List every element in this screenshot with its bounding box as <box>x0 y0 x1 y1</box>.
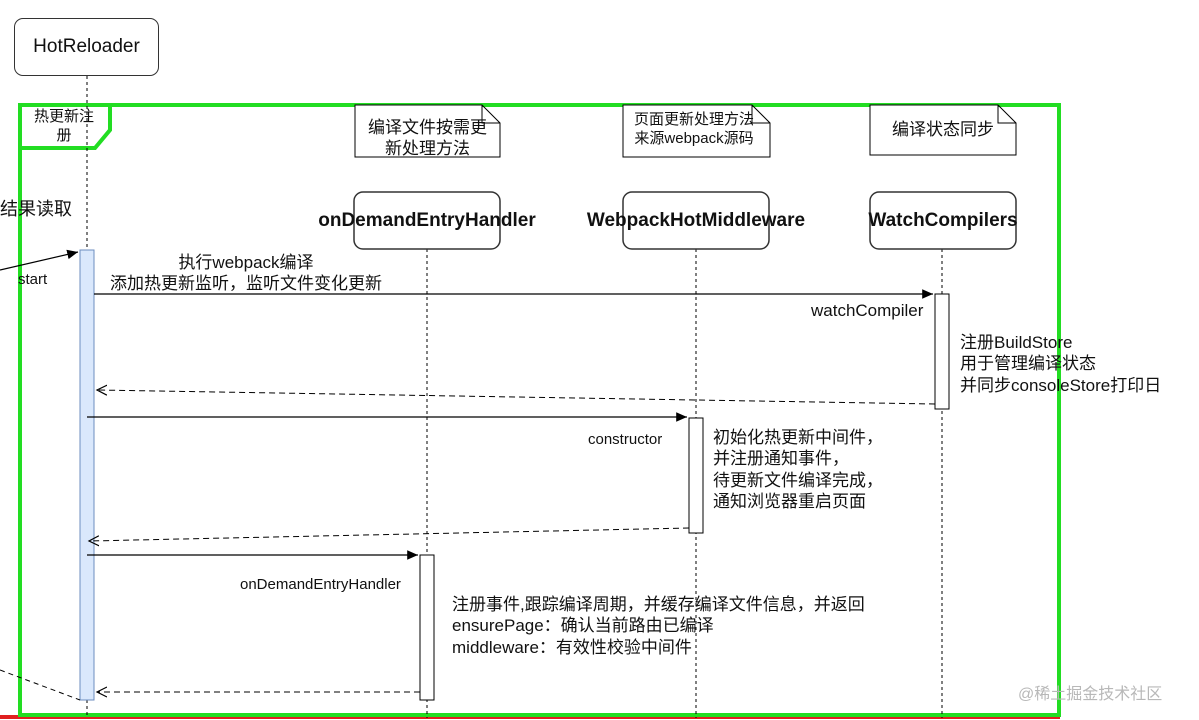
actor-outline-ondemand <box>353 191 501 250</box>
actor-outline-webpackhot <box>622 191 770 250</box>
activation-webpackhot <box>688 417 704 534</box>
activation-hotreloader <box>79 249 95 701</box>
actor-ondemand: onDemandEntryHandler <box>318 210 536 231</box>
return-diagonal <box>0 669 81 701</box>
message-1-method: watchCompiler <box>811 301 924 320</box>
left-text-result-read: 结果读取 <box>0 199 72 219</box>
frame-label-tab <box>20 103 112 150</box>
return-arrow-webpackhot <box>89 527 690 541</box>
watermark: @稀土掘金技术社区 <box>1018 686 1163 703</box>
activation-ondemand <box>419 554 435 701</box>
note-ondemand: 编译文件按需更 新处理方法 <box>368 118 487 159</box>
note-shape-watch <box>869 104 1017 156</box>
message-1-label: 执行webpack编译 添加热更新监听，监听文件变化更新 <box>110 253 382 293</box>
actor-outline-watch <box>869 191 1017 250</box>
actor-hotreloader: HotReloader <box>14 18 159 76</box>
message-3-method: onDemandEntryHandler <box>240 576 401 593</box>
note-webpackhot: 页面更新处理方法 来源webpack源码 <box>633 111 754 147</box>
start-label: start <box>18 271 48 288</box>
start-arrow <box>0 249 79 271</box>
note-shape-webpackhot <box>622 104 771 158</box>
actor-webpackhot: WebpackHotMiddleware <box>586 210 806 231</box>
loop-frame <box>18 103 1061 717</box>
message-3-note: 注册事件,跟踪编译周期，并缓存编译文件信息，并返回 ensurePage：确认当… <box>452 595 865 657</box>
activation-watch <box>934 293 950 410</box>
message-1-note: 注册BuildStore 用于管理编译状态 并同步consoleStore打印日 <box>960 333 1162 395</box>
message-2-note: 初始化热更新中间件， 并注册通知事件， 待更新文件编译完成， 通知浏览器重启页面 <box>713 428 883 512</box>
return-arrow-watch <box>97 390 936 405</box>
note-watch: 编译状态同步 <box>892 120 994 139</box>
note-shape-ondemand <box>354 104 501 158</box>
frame-label: 热更新注 册 <box>33 108 94 144</box>
actor-watch: WatchCompilers <box>868 210 1018 231</box>
message-2-method: constructor <box>588 431 663 448</box>
